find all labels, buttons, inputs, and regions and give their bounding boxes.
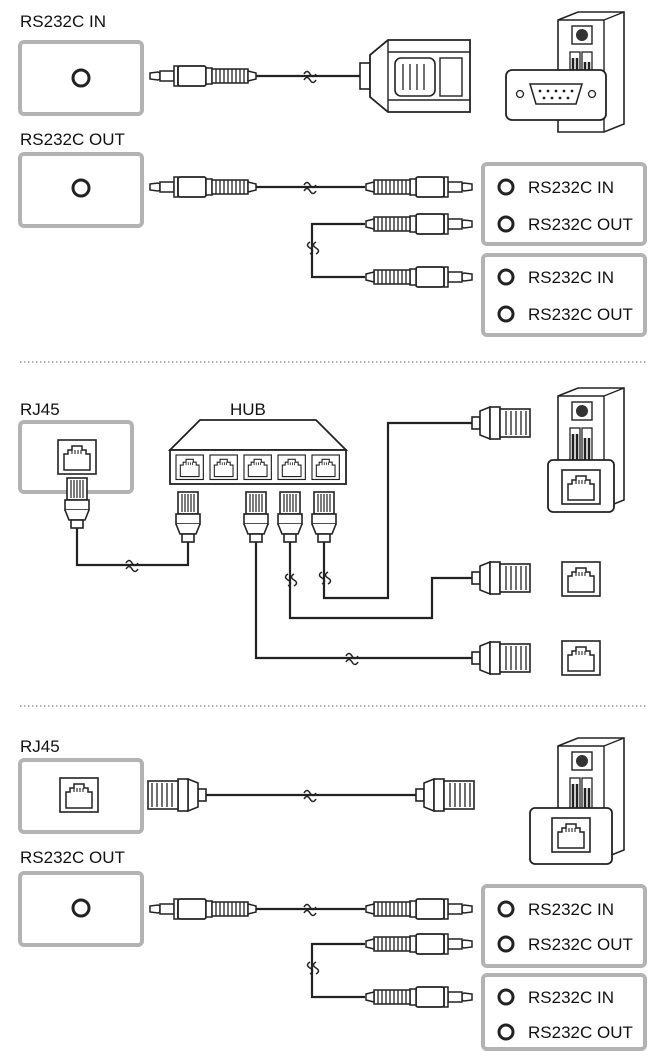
rs232c-out-label: RS232C OUT xyxy=(20,130,125,149)
port-circle-icon xyxy=(497,935,515,953)
cable xyxy=(288,542,472,620)
rj45-jack-icon xyxy=(551,817,591,853)
hub-ports xyxy=(175,454,340,481)
device-a-port-panel xyxy=(481,162,647,246)
port-circle-icon xyxy=(497,215,515,233)
rj45-connector xyxy=(175,491,201,543)
rj45-connector xyxy=(277,491,303,543)
port-circle-icon xyxy=(497,900,515,918)
rj45-connector xyxy=(471,641,531,675)
device-a-rs232c-in-label: RS232C IN xyxy=(528,900,614,919)
rs232c-out-port-icon xyxy=(71,898,91,918)
stereo-jack-plug xyxy=(149,176,257,198)
rs232c-in-port-icon xyxy=(71,68,91,88)
device-b-rs232c-in-label: RS232C IN xyxy=(528,268,614,287)
device-a-rs232c-in-label: RS232C IN xyxy=(528,178,614,197)
rj45-jack-icon xyxy=(561,561,601,597)
port-circle-icon xyxy=(497,988,515,1006)
serial-port-panel xyxy=(505,69,607,121)
rj45-connector xyxy=(64,477,90,529)
device-b-rs232c-in-label: RS232C IN xyxy=(528,988,614,1007)
rj45-connector xyxy=(471,406,531,440)
device-b-rs232c-out-label: RS232C OUT xyxy=(528,1023,633,1042)
device-a-port-panel xyxy=(481,884,647,968)
stereo-jack-plug xyxy=(365,933,473,955)
stereo-jack-plug xyxy=(149,898,257,920)
rj45-jack-icon xyxy=(561,469,601,505)
rj45-connector xyxy=(243,491,269,543)
port-circle-icon xyxy=(497,268,515,286)
port-circle-icon xyxy=(497,178,515,196)
hub-label: HUB xyxy=(230,400,266,419)
rj45-jack-icon xyxy=(561,640,601,676)
daisy-chain-cable xyxy=(310,942,365,999)
device-b-port-panel xyxy=(481,253,647,337)
stereo-jack-plug xyxy=(365,898,473,920)
rj45-jack-icon xyxy=(59,777,99,813)
rj45-connector xyxy=(311,491,337,543)
port-circle-icon xyxy=(497,1023,515,1041)
device-a-rs232c-out-label: RS232C OUT xyxy=(528,935,633,954)
stereo-jack-plug xyxy=(365,176,473,198)
rs232c-out-label: RS232C OUT xyxy=(20,848,125,867)
rs232c-out-port-icon xyxy=(71,178,91,198)
cable xyxy=(75,528,190,567)
d-sub-connector xyxy=(359,39,471,113)
stereo-jack-plug xyxy=(365,986,473,1008)
rj45-label: RJ45 xyxy=(20,400,60,419)
stereo-jack-plug xyxy=(365,266,473,288)
device-a-rs232c-out-label: RS232C OUT xyxy=(528,215,633,234)
stereo-jack-plug xyxy=(365,213,473,235)
daisy-chain-cable xyxy=(310,222,365,279)
stereo-jack-plug xyxy=(149,65,257,87)
port-circle-icon xyxy=(497,305,515,323)
rj45-label: RJ45 xyxy=(20,737,60,756)
device-b-port-panel xyxy=(481,973,647,1051)
cable xyxy=(254,542,472,660)
rj45-connector xyxy=(148,779,206,811)
rs232c-in-label: RS232C IN xyxy=(20,12,106,31)
rj45-connector xyxy=(415,778,475,812)
device-b-rs232c-out-label: RS232C OUT xyxy=(528,305,633,324)
rj45-connector xyxy=(471,561,531,595)
rj45-jack-icon xyxy=(57,439,97,475)
